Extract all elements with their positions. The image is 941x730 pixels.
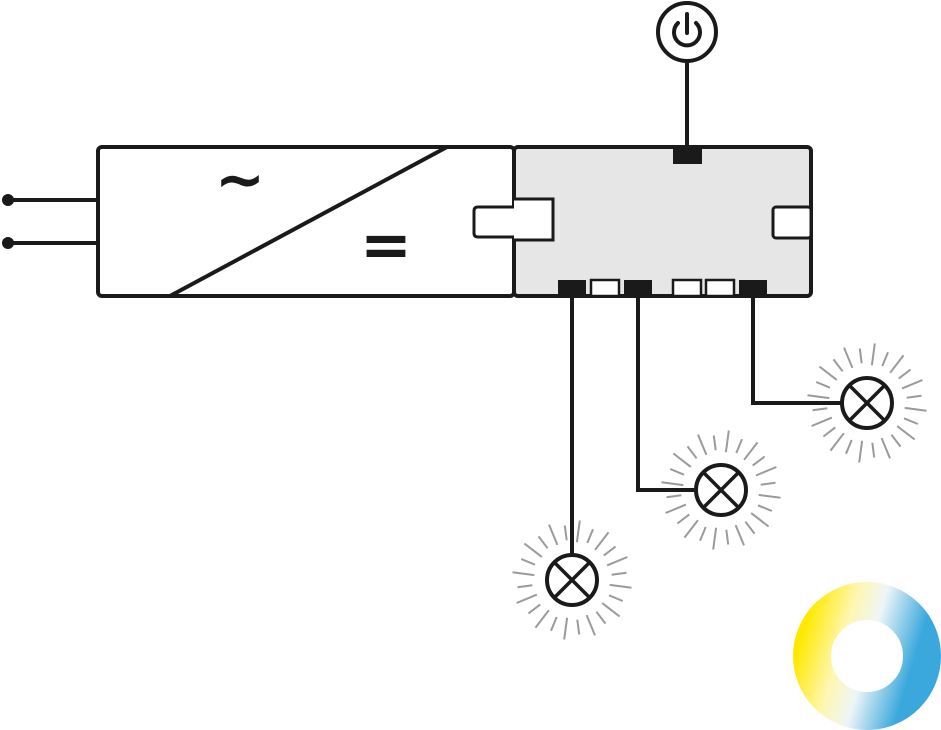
power-switch [656, 1, 718, 147]
output-port-used [624, 280, 652, 296]
lamp-cables [570, 296, 841, 555]
plug-connector [472, 197, 555, 242]
lamps [512, 343, 927, 640]
lamp-icon [661, 430, 781, 550]
controller-box [472, 145, 813, 298]
input-terminal [2, 237, 14, 249]
output-port-used [739, 280, 767, 296]
ac-symbol: ~ [215, 145, 265, 215]
dc-symbol: = [360, 208, 412, 281]
tunable-white-ring-icon [793, 582, 941, 730]
light-rays [661, 430, 781, 550]
lamp-icon [807, 343, 927, 463]
power-icon [672, 12, 702, 48]
output-port-free [704, 278, 736, 298]
output-port-used [558, 280, 586, 296]
switch-port [673, 147, 702, 164]
lamp-icon [512, 520, 632, 640]
input-terminal [2, 194, 14, 206]
light-rays [512, 520, 632, 640]
light-rays [807, 343, 927, 463]
mains-input-wires [2, 194, 98, 249]
expansion-socket [771, 205, 813, 240]
output-port-free [671, 278, 703, 298]
output-port-free [589, 278, 621, 298]
power-supply-unit: ~ = [96, 145, 516, 298]
